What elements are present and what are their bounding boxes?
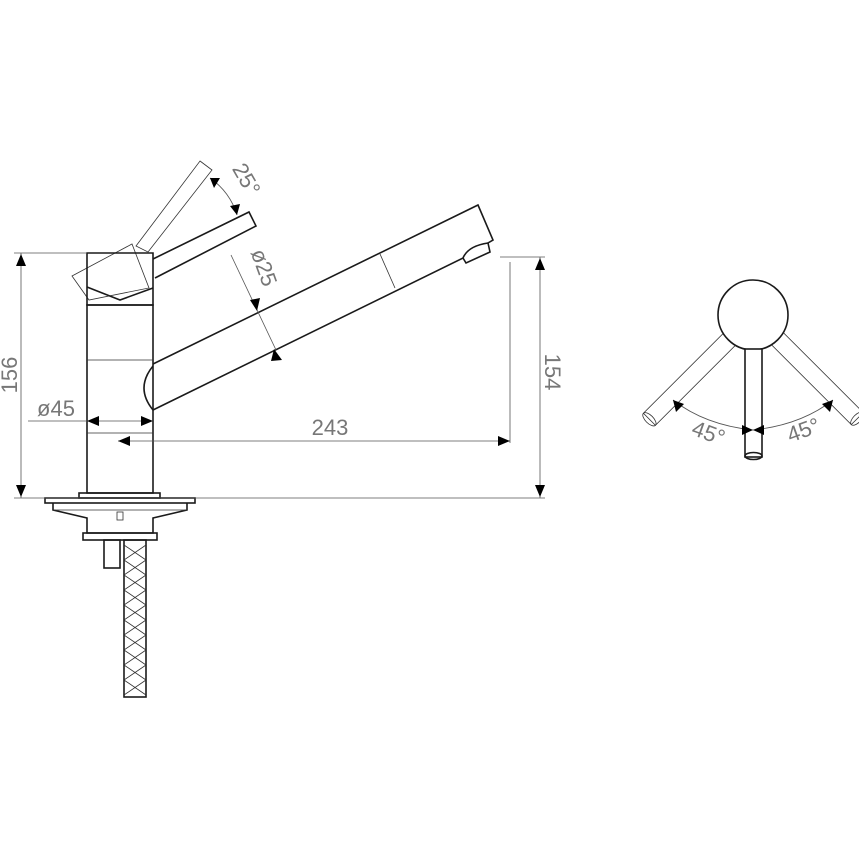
arrow: [230, 204, 240, 215]
spout-seam: [379, 253, 396, 289]
label-156: 156: [0, 357, 22, 394]
cap-ghost-position: [71, 243, 150, 301]
label-154: 154: [540, 354, 565, 391]
cartridge-cap: [86, 252, 154, 306]
lever-ghost: [769, 330, 859, 426]
arrow: [210, 178, 220, 188]
fixing-nut: [82, 532, 158, 541]
arrow: [742, 425, 753, 435]
lever-left-position: [642, 331, 738, 427]
cartridge-top: [717, 279, 789, 351]
arrow: [673, 400, 684, 412]
lever-end: [744, 451, 763, 461]
lever-ghost-position: [135, 160, 213, 253]
arrow: [822, 400, 833, 412]
arrow: [141, 416, 153, 426]
spout-aerator: [462, 242, 489, 259]
threaded-rod: [103, 539, 121, 569]
label-25-diameter: ø25: [246, 245, 282, 289]
arrow: [535, 485, 545, 497]
label-45-diameter: ø45: [37, 396, 75, 421]
side-view-faucet: [44, 160, 495, 698]
hose-braid: [123, 544, 147, 696]
arrow: [250, 298, 260, 311]
arrow: [118, 436, 130, 446]
label-243: 243: [312, 415, 349, 440]
label-25-degrees: 25°: [227, 159, 265, 200]
lever-ghost-end: [850, 411, 859, 426]
lever-center: [744, 348, 763, 458]
spout: [152, 203, 495, 411]
top-view-lever: [642, 279, 859, 461]
braided-hose: [123, 539, 147, 698]
mounting-bracket: [52, 503, 188, 534]
lever-handle: [152, 210, 258, 279]
spout-joint: [143, 365, 154, 411]
arrow: [753, 425, 764, 435]
faucet-body: [86, 304, 154, 494]
arrow: [87, 416, 99, 426]
label-45-left: 45°: [689, 416, 729, 451]
base-plate: [44, 497, 196, 504]
lever-ghost-end: [642, 412, 657, 427]
arrow: [16, 485, 26, 497]
bracket-screw: [116, 511, 124, 521]
arrow: [16, 254, 26, 266]
cap-bevel: [86, 286, 154, 301]
arrow: [535, 258, 545, 270]
dimension-lines: [14, 177, 545, 499]
arrow: [498, 436, 510, 446]
arrow: [271, 349, 282, 361]
